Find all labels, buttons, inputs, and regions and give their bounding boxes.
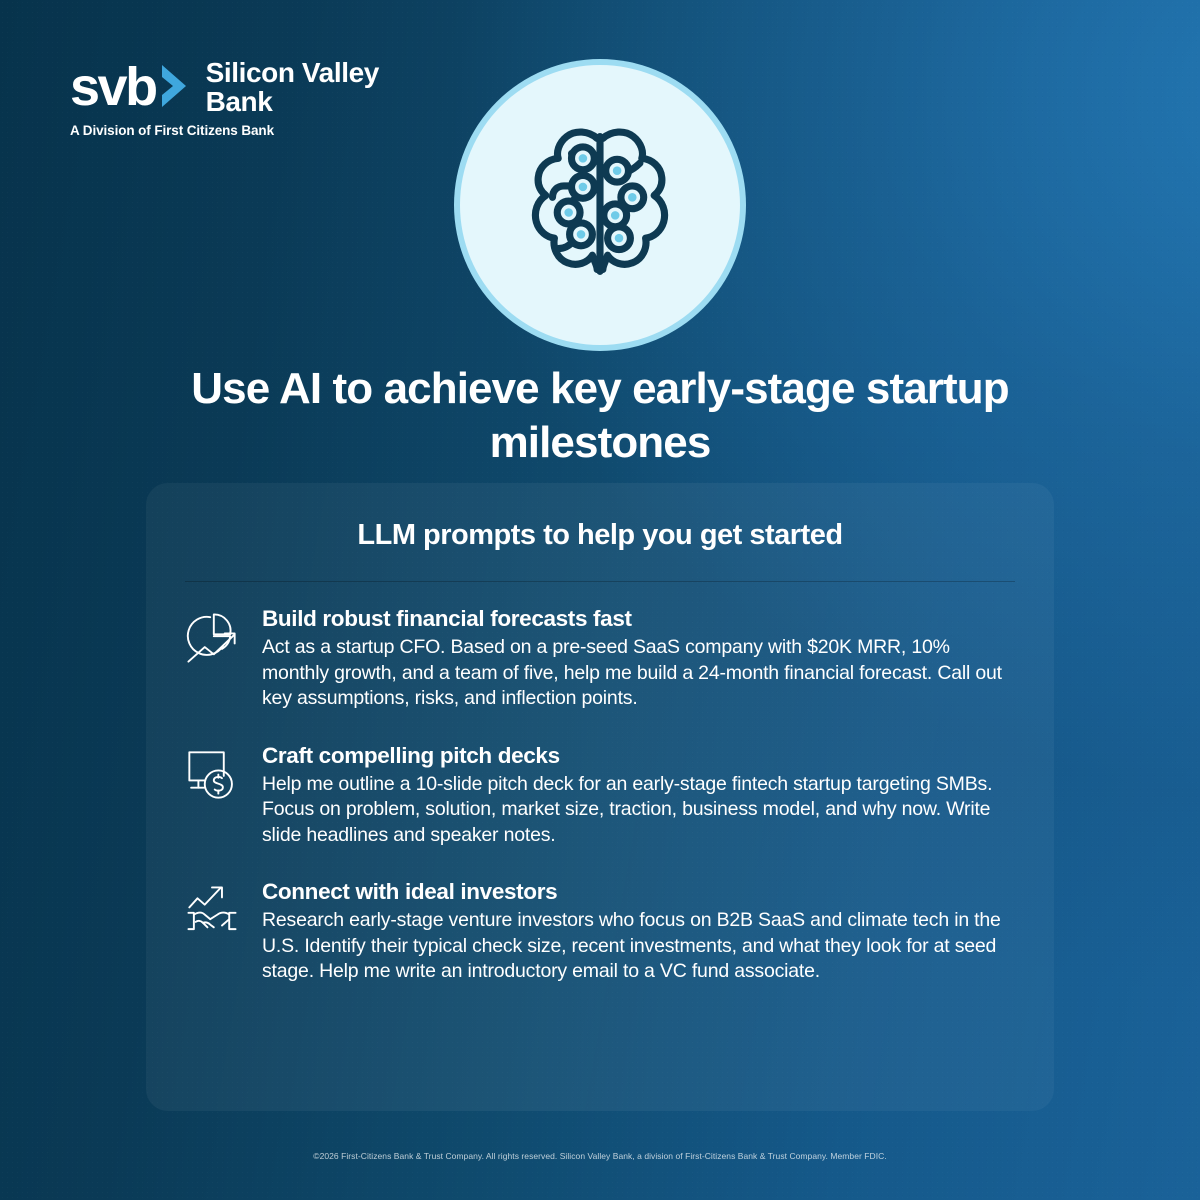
card-divider <box>185 581 1015 582</box>
prompt-heading: Craft compelling pitch decks <box>262 742 560 768</box>
brain-circuit-badge <box>460 65 740 345</box>
card-title: LLM prompts to help you get started <box>357 519 843 551</box>
prompts-card: LLM prompts to help you get started <box>146 483 1054 1111</box>
prompt-heading: Connect with ideal investors <box>262 879 558 904</box>
pie-chart-growth-icon <box>178 605 246 677</box>
list-item[interactable]: Craft compelling pitch decks Help me out… <box>178 742 1024 849</box>
prompt-text: Connect with ideal investors Research ea… <box>246 878 1024 985</box>
prompt-text: Craft compelling pitch decks Help me out… <box>246 742 1024 849</box>
svb-wordmark: svb <box>70 57 158 117</box>
prompt-heading: Build robust financial forecasts fast <box>262 606 632 631</box>
division-tagline: A Division of First Citizens Bank <box>70 123 274 138</box>
svb-logo[interactable]: svb Silicon Valley Bank A Division of Fi… <box>70 58 379 138</box>
monitor-dollar-icon <box>178 742 246 814</box>
bank-name-line1: Silicon Valley <box>205 57 380 88</box>
logo-lockup: svb Silicon Valley Bank <box>70 58 379 116</box>
legal-footer: ©2026 First-Citizens Bank & Trust Compan… <box>313 1151 887 1161</box>
chevron-right-icon <box>158 62 192 115</box>
list-item[interactable]: Build robust financial forecasts fast Ac… <box>178 605 1024 712</box>
prompt-body: Help me outline a 10-slide pitch deck fo… <box>262 772 993 846</box>
prompt-text: Build robust financial forecasts fast Ac… <box>246 605 1024 712</box>
list-item[interactable]: Connect with ideal investors Research ea… <box>178 878 1024 985</box>
handshake-growth-icon <box>178 878 246 950</box>
bank-name-line2: Bank <box>205 86 273 117</box>
bank-name: Silicon Valley Bank <box>205 57 380 117</box>
page-title: Use AI to achieve key early-stage startu… <box>191 364 1009 467</box>
prompt-body: Act as a startup CFO. Based on a pre-see… <box>262 636 1002 709</box>
prompt-body: Research early-stage venture investors w… <box>262 909 1001 982</box>
prompt-list: Build robust financial forecasts fast Ac… <box>146 605 1054 985</box>
brain-circuit-icon <box>505 108 695 303</box>
